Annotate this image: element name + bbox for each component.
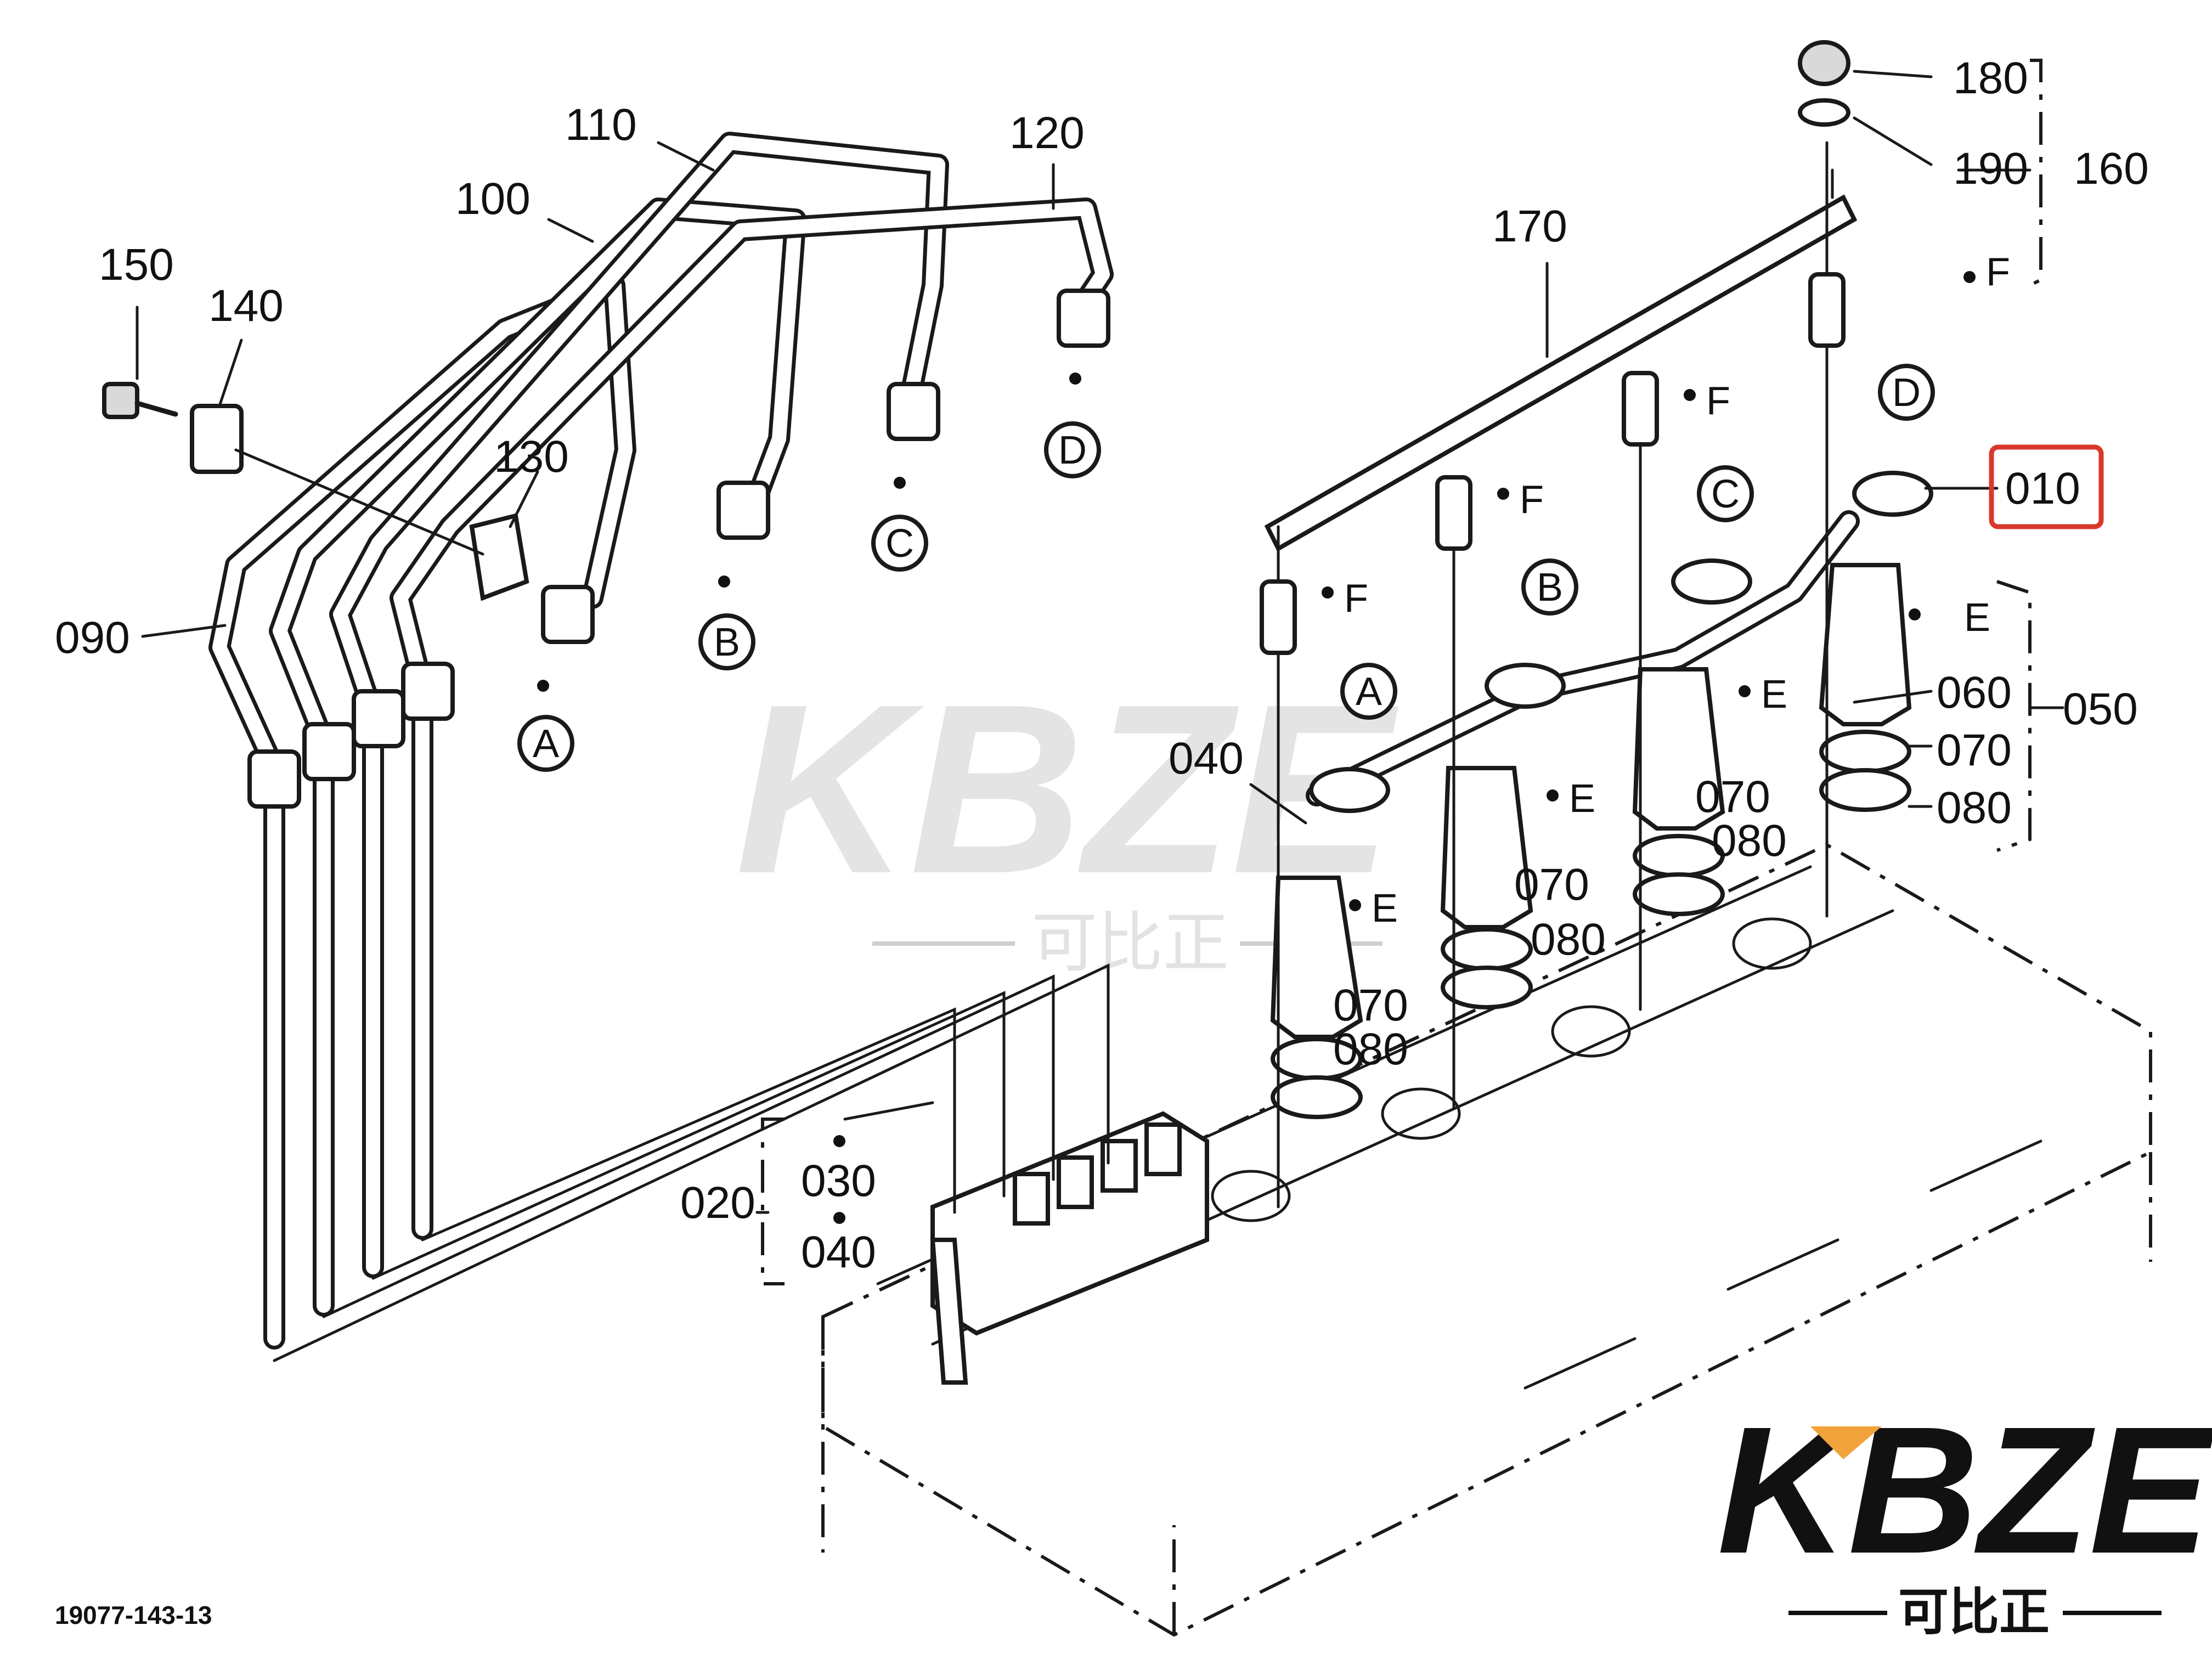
group-brackets <box>1996 59 2042 852</box>
label-010: 010 <box>2005 464 2080 514</box>
label-080-1: 080 <box>1333 1024 1408 1074</box>
marker-a-pump-label: A <box>533 722 559 766</box>
label-140: 140 <box>208 281 284 331</box>
glow-plugs-and-lead <box>1260 40 1858 1209</box>
marker-a-nozzle: A <box>1340 663 1397 720</box>
label-100: 100 <box>455 174 531 224</box>
label-120: 120 <box>1009 108 1085 158</box>
label-050: 050 <box>2063 684 2138 734</box>
marker-b-pump-label: B <box>714 620 740 664</box>
injection-pump <box>761 1111 1209 1385</box>
callout-e-3: E <box>1761 673 1787 716</box>
label-170: 170 <box>1492 201 1567 251</box>
marker-d-pump-label: D <box>1058 428 1087 472</box>
marker-b-pump: B <box>698 613 755 670</box>
part-number-labels: 180 190 160 170 110 100 120 150 140 130 … <box>55 53 2149 1277</box>
leak-off-pipe-010 <box>1306 471 1933 813</box>
circled-letter-markers: A B C D A B C D <box>517 364 1935 772</box>
pipe-clamp-parts <box>102 382 529 601</box>
label-070-4: 070 <box>1937 725 2012 775</box>
watermark-sub: 可比正 <box>1031 906 1229 980</box>
label-090: 090 <box>55 613 130 663</box>
marker-d-nozzle: D <box>1878 364 1935 421</box>
nozzle-holders <box>1270 563 1912 1119</box>
marker-c-pump-label: C <box>885 522 914 566</box>
callout-f-2: F <box>1520 478 1544 522</box>
logo-brand: KBZE <box>1717 1389 2212 1591</box>
marker-c-pump: C <box>871 515 928 572</box>
callout-f-4: F <box>1986 250 2010 294</box>
callout-e-1: E <box>1372 887 1398 930</box>
marker-c-nozzle: C <box>1697 465 1754 522</box>
label-130: 130 <box>494 432 569 482</box>
label-030: 030 <box>801 1156 876 1206</box>
marker-c-nozzle-label: C <box>1711 472 1740 516</box>
marker-d-pump: D <box>1044 421 1101 478</box>
label-080-2: 080 <box>1531 915 1606 964</box>
marker-b-nozzle-label: B <box>1537 566 1563 610</box>
marker-b-nozzle: B <box>1521 558 1578 616</box>
label-190: 190 <box>1953 144 2028 194</box>
kbze-logo: KBZE 可比正 <box>1717 1389 2212 1640</box>
label-180: 180 <box>1953 53 2028 103</box>
callout-f-1: F <box>1344 577 1368 620</box>
callout-f-3: F <box>1706 379 1730 423</box>
label-110: 110 <box>565 100 637 150</box>
label-080-4: 080 <box>1937 783 2012 833</box>
marker-d-nozzle-label: D <box>1892 371 1921 415</box>
callout-dots <box>537 271 1976 1224</box>
callout-e-2: E <box>1569 777 1595 821</box>
label-070-1: 070 <box>1333 980 1408 1030</box>
leader-lines <box>136 70 2064 1214</box>
marker-a-nozzle-label: A <box>1356 670 1382 714</box>
pipe-nuts <box>247 289 1110 809</box>
drawing-code: 19077-143-13 <box>55 1601 212 1629</box>
callout-e-4: E <box>1964 596 1990 640</box>
logo-sub: 可比正 <box>1898 1584 2050 1640</box>
label-160: 160 <box>2074 144 2149 194</box>
label-040-pump: 040 <box>801 1227 876 1277</box>
label-060: 060 <box>1937 668 2012 718</box>
label-020: 020 <box>680 1178 755 1228</box>
label-150: 150 <box>99 240 174 290</box>
highlighted-part-010: 010 <box>1989 444 2104 529</box>
label-070-3: 070 <box>1695 772 1770 822</box>
marker-a-pump: A <box>517 715 574 772</box>
watermark: KBZE 可比正 <box>735 654 1401 980</box>
label-040-nozzle: 040 <box>1169 733 1244 783</box>
label-080-3: 080 <box>1712 816 1787 866</box>
label-070-2: 070 <box>1514 860 1589 910</box>
letter-callouts: F F F F E E E E <box>1344 250 2010 930</box>
